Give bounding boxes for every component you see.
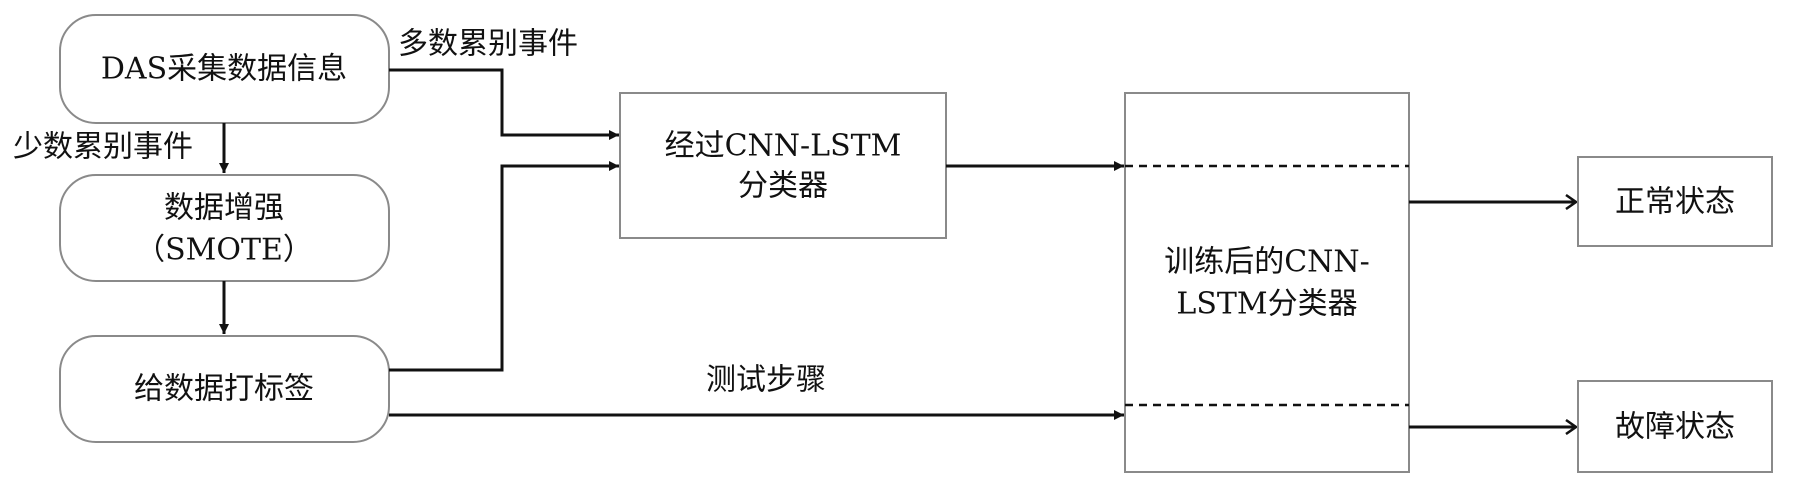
node-cnn-lstm-line2: 分类器 — [738, 169, 828, 204]
node-cnn-lstm-line1: 经过CNN-LSTM — [665, 129, 902, 164]
node-normal-state-label: 正常状态 — [1615, 185, 1735, 220]
node-labeling-label: 给数据打标签 — [134, 372, 314, 407]
node-trained-line2: LSTM分类器 — [1176, 287, 1357, 322]
node-das-info: DAS采集数据信息 — [59, 14, 390, 124]
node-trained-line1: 训练后的CNN- — [1164, 245, 1370, 280]
node-das-info-label: DAS采集数据信息 — [101, 52, 347, 87]
edge-das-to-classifier — [389, 68, 619, 140]
node-data-augmentation-line2: （SMOTE） — [135, 233, 313, 268]
edge-label-majority: 多数累别事件 — [398, 27, 578, 62]
node-data-augmentation-line1: 数据增强 — [164, 191, 284, 226]
node-cnn-lstm-classifier: 经过CNN-LSTM 分类器 — [619, 92, 947, 239]
node-data-augmentation: 数据增强 （SMOTE） — [59, 174, 390, 282]
node-fault-state: 故障状态 — [1577, 380, 1773, 473]
edge-label-minority: 少数累别事件 — [13, 130, 193, 165]
edge-label-test-step: 测试步骤 — [706, 363, 826, 398]
node-trained-classifier: 训练后的CNN- LSTM分类器 — [1124, 92, 1410, 473]
edge-labeling-to-classifier — [389, 161, 619, 372]
node-labeling: 给数据打标签 — [59, 335, 390, 443]
node-fault-state-label: 故障状态 — [1615, 410, 1735, 445]
node-normal-state: 正常状态 — [1577, 156, 1773, 247]
